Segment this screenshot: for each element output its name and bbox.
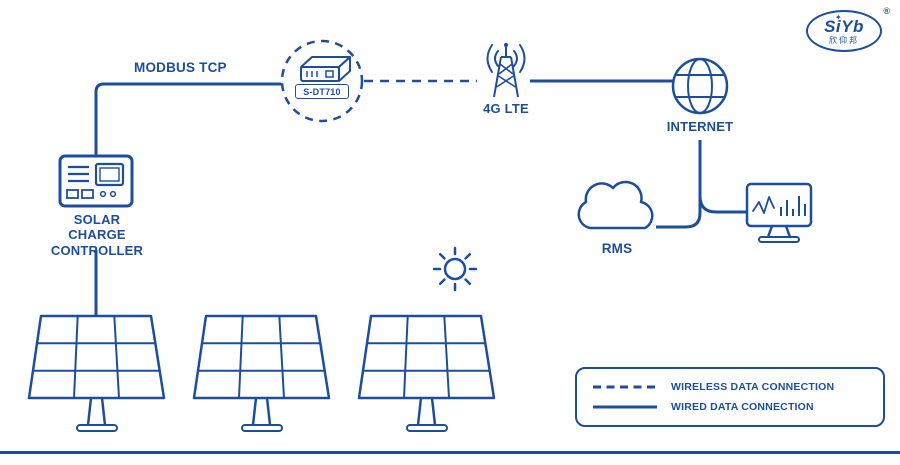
wire-internet-to-rms — [656, 140, 702, 229]
legend-wired-label: WIRED DATA CONNECTION — [671, 400, 814, 413]
lte-label: 4G LTE — [483, 101, 529, 116]
modbus-tcp-label: MODBUS TCP — [134, 60, 227, 75]
logo-subtitle: 欣仰邦 — [829, 35, 859, 45]
logo-brand-text: SiYb — [824, 16, 864, 36]
internet-label: INTERNET — [666, 119, 734, 134]
solar-panel-icon — [357, 314, 496, 433]
legend-wireless-label: WIRELESS DATA CONNECTION — [671, 381, 835, 394]
footer-divider — [0, 451, 900, 454]
gateway-model-badge: S-DT710 — [295, 84, 349, 99]
sun-icon — [432, 246, 478, 292]
legend-box: WIRELESS DATA CONNECTION WIRED DATA CONN… — [575, 367, 885, 427]
solar-panel-icon — [27, 314, 166, 433]
cloud-icon — [577, 180, 654, 230]
solar-panel-icon — [192, 314, 331, 433]
cell-tower-icon — [486, 43, 526, 98]
dashed-line-sample — [593, 385, 657, 389]
solar-charge-controller-label: SOLAR CHARGE CONTROLLER — [50, 212, 144, 258]
rms-label: RMS — [601, 241, 633, 256]
gateway-router-icon — [300, 56, 351, 82]
registered-mark: ® — [883, 6, 890, 16]
wire-internet-to-monitor — [698, 195, 747, 214]
solar-panels — [27, 314, 496, 433]
globe-icon — [671, 57, 729, 115]
wire-controller-to-gateway — [94, 82, 281, 162]
monitor-icon — [745, 182, 813, 243]
solid-line-sample — [593, 405, 657, 409]
star-icon: ✦ — [835, 13, 842, 22]
legend-row-wired: WIRED DATA CONNECTION — [593, 401, 867, 413]
legend-row-wireless: WIRELESS DATA CONNECTION — [593, 381, 867, 393]
charge-controller-icon — [58, 154, 134, 208]
brand-logo: ✦ SiYb 欣仰邦 ® — [806, 6, 890, 54]
connection-lines — [94, 79, 747, 318]
logo-oval: ✦ SiYb 欣仰邦 — [806, 10, 882, 52]
